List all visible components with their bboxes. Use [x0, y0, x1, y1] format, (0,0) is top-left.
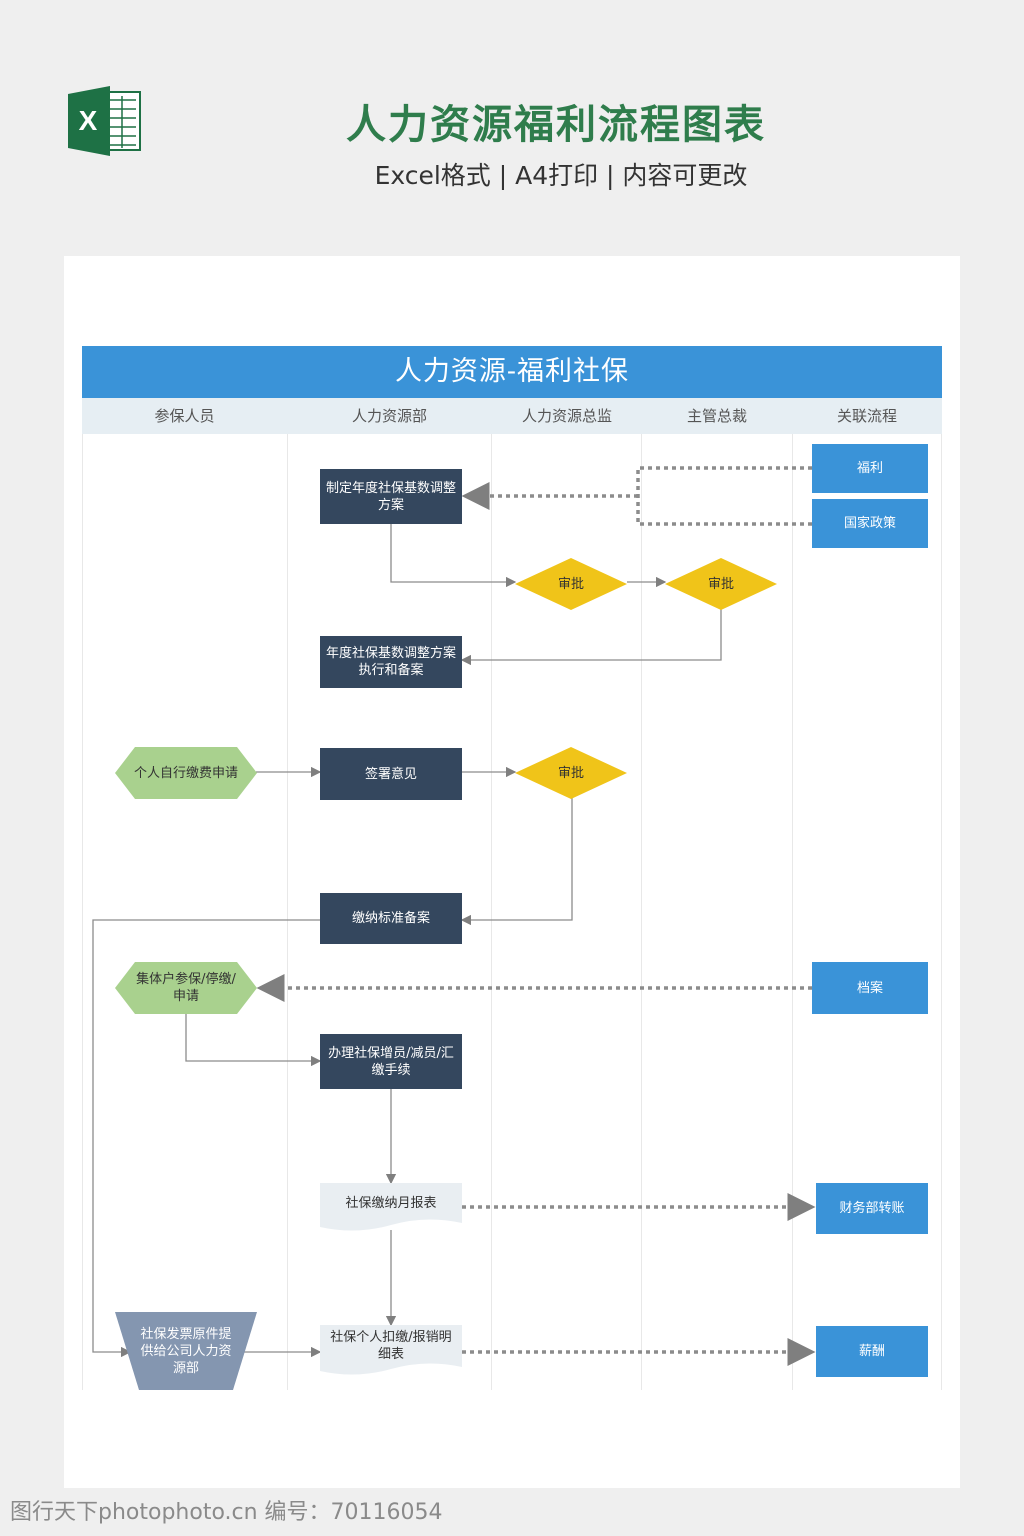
svg-text:X: X — [79, 105, 98, 136]
start-hexagon: 集体户参保/停缴/申请 — [115, 962, 257, 1014]
decision-diamond: 审批 — [515, 558, 627, 610]
hexagon-label: 个人自行缴费申请 — [133, 765, 238, 781]
connector — [460, 798, 573, 926]
process-standard-record-box: 缴纳标准备案 — [320, 893, 462, 944]
trapezoid-label: 社保发票原件提供给公司人力资源部 — [140, 1326, 232, 1376]
process-plan-box: 制定年度社保基数调整方案 — [320, 469, 462, 524]
dotted-connector — [636, 466, 812, 526]
document-shape: 社保缴纳月报表 — [320, 1183, 462, 1233]
excel-icon: X — [68, 86, 142, 160]
document-shape: 社保个人扣缴/报销明细表 — [320, 1325, 462, 1377]
connector — [390, 524, 517, 588]
lane-header-related: 关联流程 — [836, 407, 897, 425]
lane-header-insured: 参保人员 — [154, 407, 215, 425]
lane-divider — [641, 434, 642, 1390]
document-label: 社保缴纳月报表 — [345, 1195, 437, 1211]
hexagon-label: 集体户参保/停缴/申请 — [136, 972, 236, 1004]
connector — [185, 1014, 322, 1067]
decision-label: 审批 — [707, 576, 734, 592]
process-sign-box: 签署意见 — [320, 748, 462, 800]
decision-diamond: 审批 — [515, 747, 627, 799]
page-title: 人力资源福利流程图表 — [346, 102, 766, 148]
decision-label: 审批 — [557, 765, 584, 781]
diagram-sheet — [64, 256, 960, 1488]
lane-divider — [491, 434, 492, 1390]
related-welfare-box: 福利 — [812, 444, 928, 493]
page-subtitle: Excel格式 | A4打印 | 内容可更改 — [374, 161, 748, 190]
decision-diamond: 审批 — [665, 558, 777, 610]
connector — [92, 919, 320, 1358]
related-archive-box: 档案 — [812, 962, 928, 1014]
lane-divider — [287, 434, 288, 1390]
start-hexagon: 个人自行缴费申请 — [115, 747, 257, 799]
lane-header-row: 参保人员 人力资源部 人力资源总监 主管总裁 关联流程 — [82, 398, 942, 434]
related-policy-box: 国家政策 — [812, 499, 928, 548]
lane-header-hr-dept: 人力资源部 — [351, 407, 427, 425]
connector — [460, 609, 722, 666]
related-salary-box: 薪酬 — [816, 1326, 928, 1377]
decision-label: 审批 — [557, 576, 584, 592]
document-label: 社保个人扣缴/报销明细表 — [330, 1330, 452, 1362]
manual-operation-trapezoid: 社保发票原件提供给公司人力资源部 — [115, 1312, 257, 1390]
lane-divider — [941, 434, 942, 1390]
process-handle-box: 办理社保增员/减员/汇缴手续 — [320, 1034, 462, 1089]
lane-header-hr-director: 人力资源总监 — [521, 407, 612, 425]
lane-header-president: 主管总裁 — [686, 407, 747, 425]
lane-divider — [792, 434, 793, 1390]
lane-divider — [82, 434, 83, 1390]
watermark: 图行天下photophoto.cn 编号：70116054 — [10, 1500, 443, 1525]
process-execute-box: 年度社保基数调整方案执行和备案 — [320, 636, 462, 688]
related-finance-box: 财务部转账 — [816, 1183, 928, 1234]
diagram-title: 人力资源-福利社保 — [82, 346, 942, 398]
